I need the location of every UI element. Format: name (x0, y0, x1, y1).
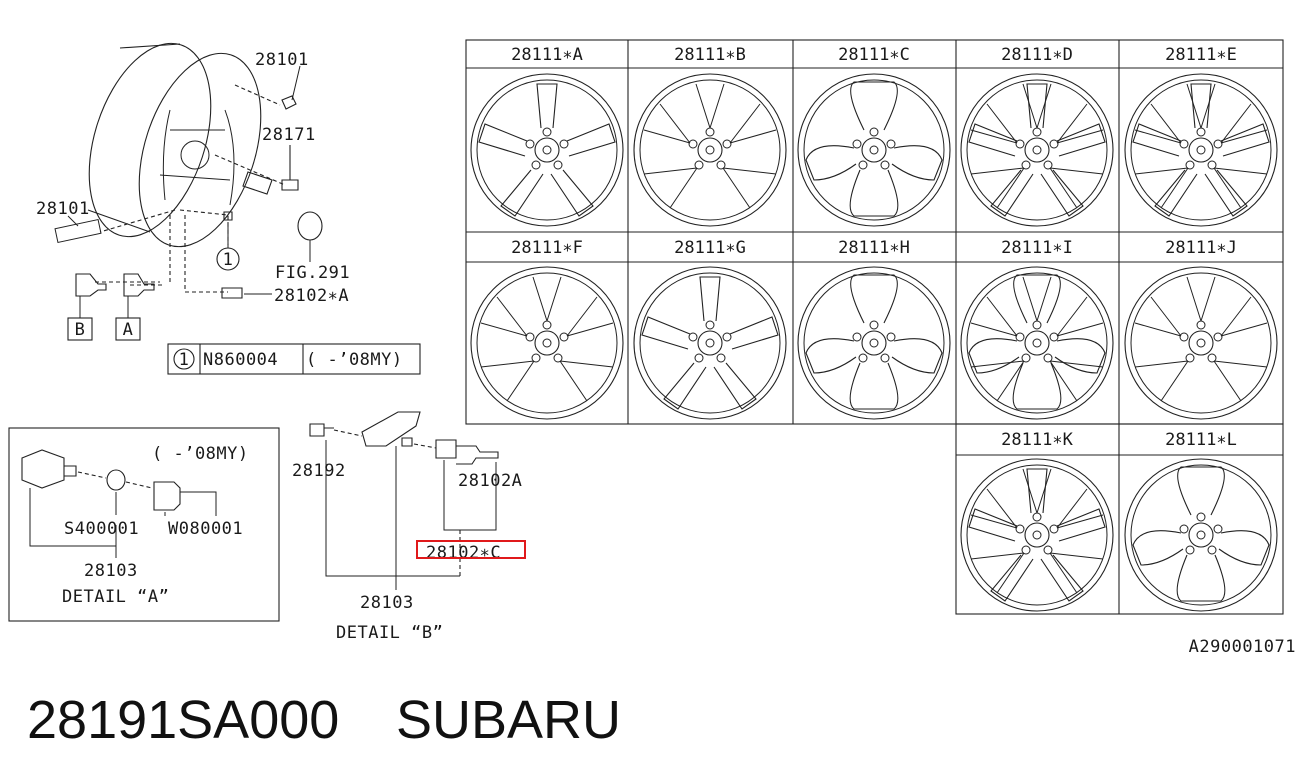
detail-b-highlighted-part[interactable]: 28102∗C (426, 543, 501, 563)
wheel-h-label: 28111∗H (838, 238, 910, 258)
wheel-g-drawing (633, 266, 787, 420)
detail-a-note: ( -’08MY) (152, 444, 249, 464)
wheel-a-label: 28111∗A (511, 45, 583, 65)
wheel-l-label: 28111∗L (1165, 430, 1237, 450)
box-a (115, 317, 141, 341)
wheel-f-label: 28111∗F (511, 238, 583, 258)
exploded-wheel-view: 28101 28171 28101 FIG.291 28102∗A 1 B A (36, 42, 350, 341)
wheel-k-label: 28111∗K (1001, 430, 1073, 450)
box-b-label: B (75, 320, 86, 340)
wheel-b-label: 28111∗B (674, 45, 746, 65)
wheel-e-label: 28111∗E (1165, 45, 1237, 65)
box-a-label: A (123, 320, 134, 340)
wheel-g-label: 28111∗G (674, 238, 746, 258)
detail-b-assembly: 28103 (360, 593, 414, 613)
note-part: N860004 (203, 350, 278, 370)
label-28101-left: 28101 (36, 199, 90, 219)
wheel-i-drawing (960, 266, 1114, 420)
wheel-l-drawing (1124, 458, 1278, 612)
box-b (67, 317, 93, 341)
wheel-d-drawing (960, 73, 1114, 227)
wheel-grid: 28111∗A 28111∗B 28111∗C 28111∗D 28111∗E … (465, 39, 1284, 615)
detail-a-left-part: S400001 (64, 519, 139, 539)
wheel-c-drawing (797, 73, 951, 227)
detail-a-assembly: 28103 (84, 561, 138, 581)
label-28101-top: 28101 (255, 50, 309, 70)
wheel-d-label: 28111∗D (1001, 45, 1073, 65)
brand-title: SUBARU (396, 690, 621, 750)
callout-1-label: 1 (223, 250, 234, 270)
wheel-h-drawing (797, 266, 951, 420)
wheel-j-label: 28111∗J (1165, 238, 1237, 258)
callout-1-circle (216, 247, 240, 271)
label-fig-291: FIG.291 (275, 263, 350, 283)
detail-a: ( -’08MY) S400001 W080001 28103 DETAIL “… (8, 427, 280, 622)
detail-b-right-part: 28102A (458, 471, 522, 491)
wheel-a-drawing (470, 73, 624, 227)
detail-b-caption: DETAIL “B” (336, 623, 443, 643)
detail-a-right-part: W080001 (168, 519, 243, 539)
note-applicability: ( -’08MY) (306, 350, 403, 370)
detail-a-caption: DETAIL “A” (62, 587, 169, 607)
detail-b-left-part: 28192 (292, 461, 346, 481)
label-28102-a: 28102∗A (274, 286, 349, 306)
wheel-f-drawing (470, 266, 624, 420)
wheel-k-drawing (960, 458, 1114, 612)
wheel-b-drawing (633, 73, 787, 227)
figure-id: A290001071 (1189, 637, 1296, 657)
detail-b: 28192 28102A 28102∗C 28103 DETAIL “B” (292, 411, 526, 643)
note-table: 1 N860004 ( -’08MY) (167, 343, 421, 375)
part-number-title: 28191SA000 (27, 690, 339, 750)
note-index: 1 (179, 350, 190, 370)
wheel-c-label: 28111∗C (838, 45, 910, 65)
label-28171: 28171 (262, 125, 316, 145)
wheel-e-drawing (1124, 73, 1278, 227)
wheel-j-drawing (1124, 266, 1278, 420)
highlight-box[interactable] (416, 540, 526, 559)
wheel-i-label: 28111∗I (1001, 238, 1073, 258)
